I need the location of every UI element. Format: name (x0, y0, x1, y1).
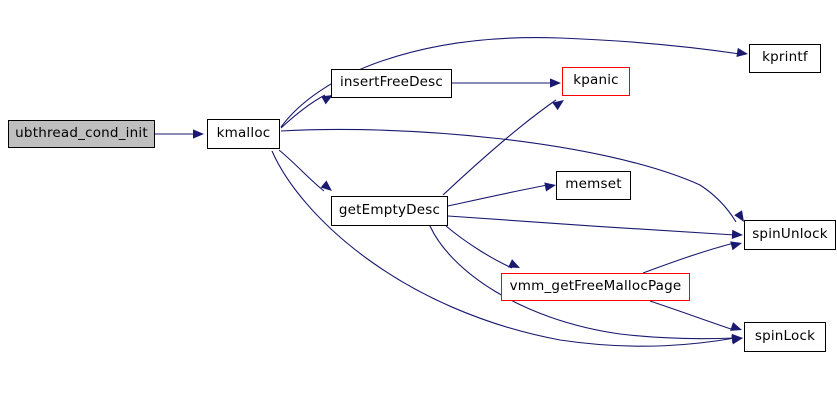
graph-edge-arrowhead (730, 241, 742, 251)
graph-node-label: spinLock (754, 327, 816, 344)
graph-edge-getEmptyDesc-to-spinUnlock (447, 215, 736, 236)
graph-edge-arrowhead (730, 322, 742, 331)
graph-node-label: kpanic (573, 72, 619, 89)
graph-edge-arrowhead (321, 95, 333, 105)
graph-node-label: vmm_getFreeMallocPage (509, 277, 682, 294)
graph-edge-arrowhead (550, 78, 561, 88)
graph-edge-kmalloc-to-spinUnlock (280, 128, 737, 223)
graph-node-label: memset (565, 176, 622, 193)
graph-edge-getEmptyDesc-to-spinLock (429, 225, 736, 340)
graph-edge-getEmptyDesc-to-kpanic (442, 99, 557, 196)
graph-edge-kmalloc-to-kprintf (280, 37, 741, 128)
graph-edge-arrowhead (731, 333, 743, 344)
graph-node-kpanic[interactable]: kpanic (562, 67, 630, 96)
graph-edge-kmalloc-to-getEmptyDesc (278, 149, 325, 192)
graph-node-getEmptyDesc[interactable]: getEmptyDesc (331, 196, 448, 226)
graph-edge-arrowhead (731, 229, 743, 239)
graph-edge-arrowhead (736, 47, 748, 57)
graph-edge-arrowhead (508, 259, 520, 268)
graph-node-label: getEmptyDesc (338, 201, 441, 218)
graph-node-insertFreeDesc[interactable]: insertFreeDesc (331, 69, 452, 98)
graph-node-memset[interactable]: memset (556, 171, 631, 200)
graph-node-ubthread_cond_init[interactable]: ubthread_cond_init (8, 120, 155, 148)
graph-node-kprintf[interactable]: kprintf (749, 44, 821, 73)
graph-node-label: ubthread_cond_init (15, 124, 148, 141)
graph-edge-arrowhead (320, 180, 332, 191)
graph-edge-arrowhead (552, 100, 564, 111)
graph-node-label: spinUnlock (752, 225, 828, 242)
graph-edge-vmm_getFreeMallocPage-to-spinUnlock (642, 242, 735, 274)
graph-node-spinLock[interactable]: spinLock (744, 322, 826, 352)
graph-node-label: insertFreeDesc (339, 74, 444, 91)
graph-edge-arrowhead (544, 182, 556, 192)
graph-node-label: kprintf (762, 49, 808, 66)
graph-edge-getEmptyDesc-to-vmm_getFreeMallocPage (445, 225, 513, 269)
graph-node-vmm_getFreeMallocPage[interactable]: vmm_getFreeMallocPage (501, 273, 690, 301)
graph-edge-vmm_getFreeMallocPage-to-spinLock (649, 300, 735, 331)
graph-node-kmalloc[interactable]: kmalloc (207, 119, 280, 149)
graph-edge-kmalloc-to-spinLock (271, 150, 736, 347)
graph-edge-arrowhead (193, 129, 204, 139)
graph-node-spinUnlock[interactable]: spinUnlock (744, 220, 836, 250)
graph-node-label: kmalloc (216, 124, 271, 141)
graph-edge-arrowhead (734, 210, 744, 222)
graph-edge-kmalloc-to-insertFreeDesc (280, 94, 326, 129)
graph-edge-getEmptyDesc-to-memset (447, 184, 549, 207)
